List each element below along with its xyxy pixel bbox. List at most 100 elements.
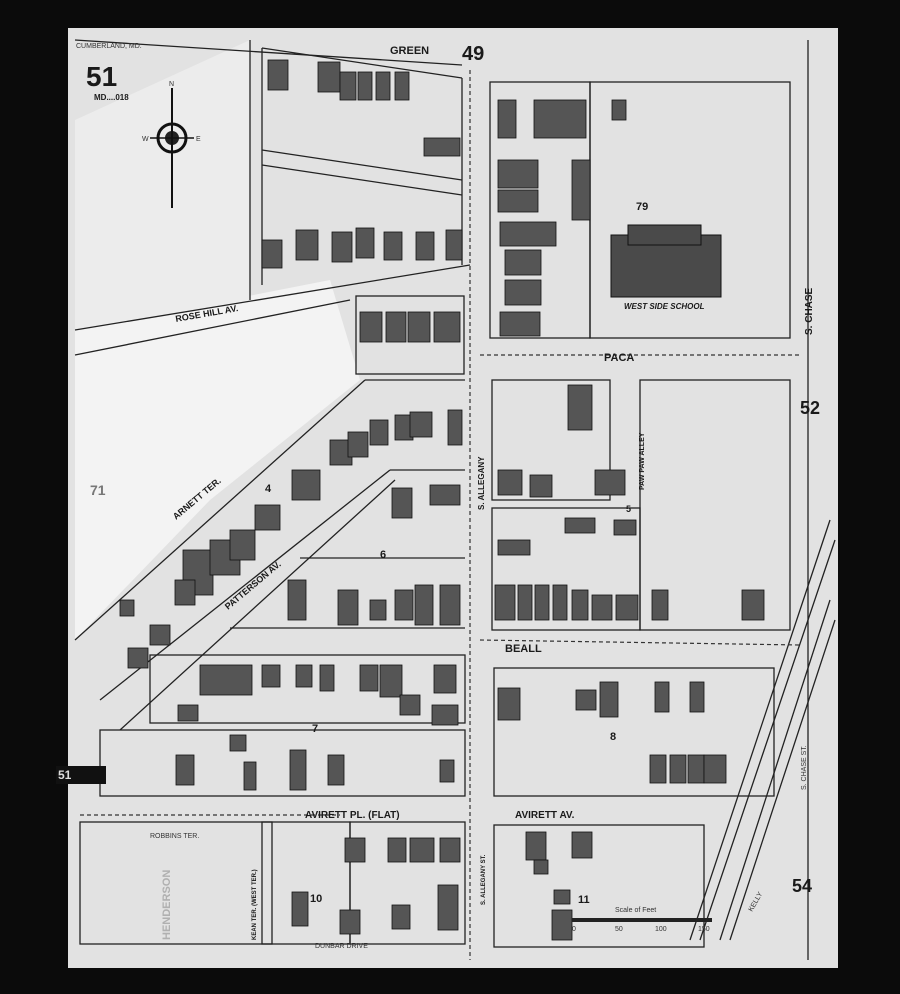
building-footprint [615,594,639,621]
scale-bar [572,918,712,922]
building-footprint [347,431,369,458]
svg-text:W: W [142,136,149,143]
building-footprint [552,584,568,621]
building-footprint [504,279,542,306]
street-dunbar: DUNBAR DRIVE [315,943,368,950]
building-footprint [339,909,361,935]
scale-tick: 0 [572,926,576,933]
building-footprint [199,664,253,696]
building-footprint [319,664,335,692]
building-footprint [387,837,407,863]
building-footprint [575,689,597,711]
building-footprint [611,99,627,121]
building-footprint [613,519,637,536]
building-footprint [391,487,413,519]
building-footprint [119,599,135,617]
building-footprint [591,594,613,621]
building-footprint [497,687,521,721]
building-footprint [359,311,383,343]
building-footprint [571,589,589,621]
block-number: 6 [380,549,386,561]
adjacent-sheet-71: 71 [90,482,106,498]
building-footprint [383,231,403,261]
building-footprint [394,589,414,621]
building-footprint [499,311,541,337]
adjacent-sheet-49: 49 [462,43,484,65]
block-number: 10 [310,893,322,905]
building-footprint [447,409,463,446]
building-footprint [445,229,463,261]
building-footprint [399,694,421,716]
sheet-code: MD....018 [94,93,129,102]
block-number: 8 [610,731,616,743]
building-footprint [127,647,149,669]
block-number: 79 [636,201,648,213]
building-footprint [261,664,281,688]
building-footprint [337,589,359,626]
building-footprint [177,704,199,722]
building-footprint [499,221,557,247]
street-paw-paw-alley: PAW PAW ALLEY [639,432,646,490]
building-footprint [439,584,461,626]
building-footprint [504,249,542,276]
building-footprint [174,579,196,606]
buildings [119,59,765,941]
building-footprint [599,681,619,718]
building-footprint [295,229,319,261]
building-footprint [669,754,687,784]
school-label: WEST SIDE SCHOOL [624,302,705,311]
block-number: 7 [312,723,318,735]
block-number: 4 [265,483,272,495]
building-footprint [433,311,461,343]
building-footprint [375,71,391,101]
building-footprint [533,99,587,139]
street-robbins: ROBBINS TER. [150,833,199,840]
building-footprint [571,831,593,859]
street-avirett-pl: AVIRETT PL. (FLAT) [305,810,400,821]
building-footprint [529,474,553,498]
building-footprint [571,159,591,221]
building-footprint [391,904,411,930]
building-footprint [429,484,461,506]
building-footprint [359,664,379,692]
building-footprint [439,759,455,783]
building-footprint [355,227,375,259]
building-footprint [385,311,407,343]
scale-tick: 100 [655,926,667,933]
street-kean: KEAN TER. (WEST TER.) [252,869,258,940]
sheet-index-tab: 51 [56,766,106,784]
building-footprint [409,837,435,863]
street-henderson: HENDERSON [161,870,173,940]
building-footprint [394,71,410,101]
building-footprint [553,889,571,905]
street-s-allegany: S. ALLEGANY [477,456,486,510]
building-footprint [409,411,433,438]
building-footprint [497,99,517,139]
building-footprint [687,754,705,784]
water-pipes [80,70,801,960]
building-footprint [261,239,283,269]
svg-text:E: E [196,136,201,143]
building-footprint [327,754,345,786]
building-footprint [594,469,626,496]
building-footprint [564,517,596,534]
building-footprint [649,754,667,784]
scale-tick: 50 [615,926,623,933]
adjacent-sheet-52: 52 [800,398,820,418]
building-footprint [229,529,256,561]
building-footprint [525,831,547,861]
building-footprint [431,704,459,726]
building-footprint [497,539,531,556]
building-footprint [254,504,281,531]
building-footprint [287,579,307,621]
building-footprint [654,681,670,713]
street-beall: BEALL [505,643,542,655]
building-footprint [291,891,309,927]
building-footprint [494,584,516,621]
building-footprint [534,584,550,621]
building-footprint [551,909,573,941]
building-footprint [437,884,459,931]
street-paca: PACA [604,352,634,364]
building-footprint [423,137,461,157]
